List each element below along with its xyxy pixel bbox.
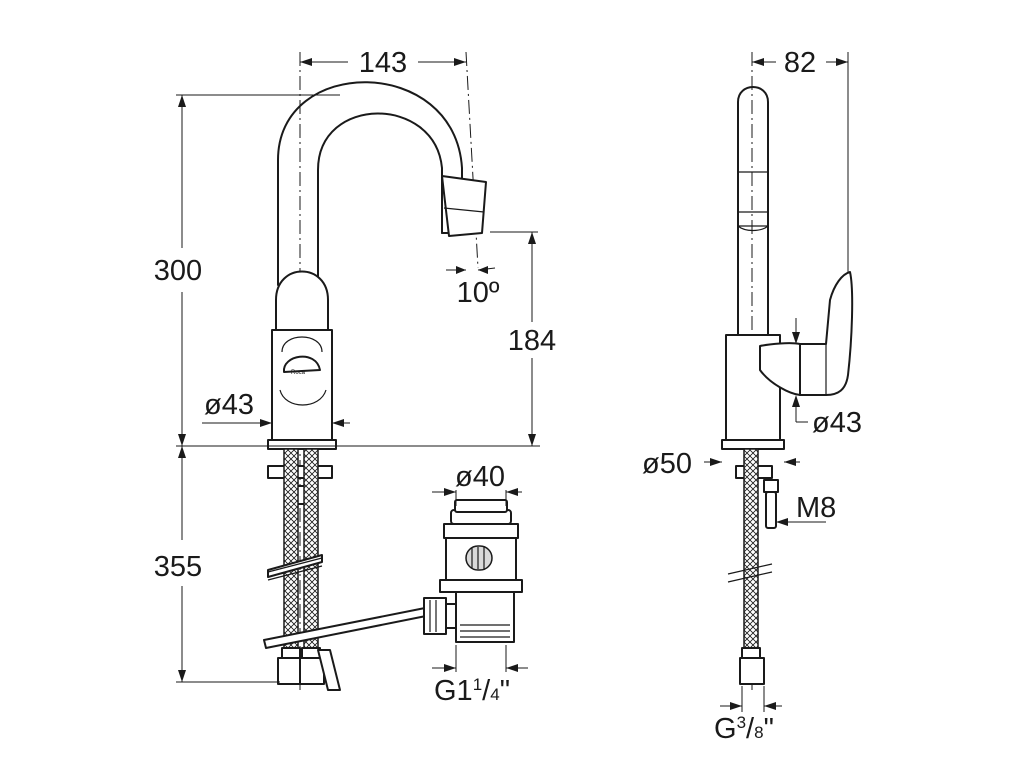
side-lever-handle [799,271,854,396]
supply-hoses [267,448,341,691]
dimension-flange-diameter: ø50 [642,448,800,480]
popup-waste [423,499,523,643]
dim-label-spout-height: 184 [508,325,556,357]
dim-label-hose-thread: G3/8" [714,713,774,745]
dimension-spout-height: 184 [490,231,556,446]
dim-label-spout-angle: 10º [457,277,500,309]
dimension-base-diameter: ø43 [202,389,350,427]
dimension-waste-diameter: ø40 [432,461,522,506]
dim-label-depth: 82 [784,47,816,79]
dimension-handle-diameter: ø43 [792,318,862,439]
dim-label-waste-thread: G11/4" [434,675,510,707]
dimension-below-deck: 355 [154,446,280,683]
dimension-spout-reach: 143 [300,47,466,79]
dim-label-below-deck: 355 [154,551,202,583]
dimension-rod-thread: M8 [776,492,836,526]
fixing-nut [267,465,333,505]
side-view: 82 ø43 ø50 M8 [642,47,862,745]
dim-label-spout-reach: 143 [359,47,407,79]
dimension-total-height: 300 [154,94,340,446]
dim-label-waste-diameter: ø40 [455,461,505,493]
dim-label-total-height: 300 [154,255,202,287]
spray-head [441,175,487,237]
dimension-depth: 82 [752,47,849,272]
dim-label-rod-thread: M8 [796,492,836,524]
dim-label-base-diameter: ø43 [204,389,254,421]
side-spout [737,86,769,336]
dim-label-handle-diameter: ø43 [812,407,862,439]
dimension-spout-angle: 10º [446,266,500,309]
dimension-waste-thread: G11/4" [432,645,528,707]
front-view: Roca [154,47,556,707]
side-body [721,334,801,450]
roca-logo: Roca [291,370,306,376]
dim-label-flange-diameter: ø50 [642,448,692,480]
side-fixing [727,448,779,685]
spout [277,81,463,286]
mixer-body: Roca [267,270,337,450]
spout-centerline [465,51,479,269]
dimension-hose-thread: G3/8" [714,686,782,745]
